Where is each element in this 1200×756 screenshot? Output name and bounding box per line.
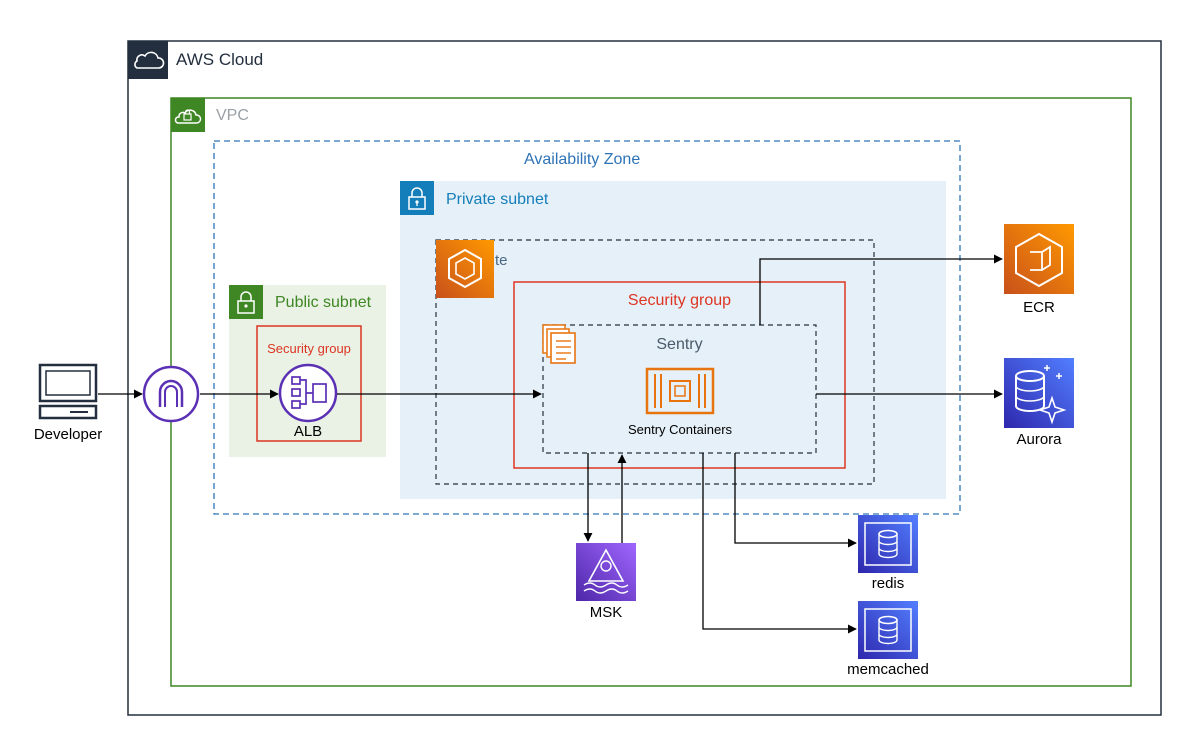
msk-label: MSK (589, 604, 623, 621)
sentry-service-label: Sentry (656, 336, 703, 353)
ecr-label: ECR (1023, 299, 1055, 316)
vpc-label: VPC (216, 107, 249, 124)
container-chip-icon (645, 367, 715, 415)
connectors (98, 254, 1003, 634)
desktop-computer-icon (38, 363, 98, 420)
aurora-database-icon (1004, 358, 1074, 428)
alb-label: ALB (293, 423, 323, 440)
security-group-label-sentry: Security group (627, 292, 732, 309)
availability-zone-label: Availability Zone (524, 151, 641, 168)
elasticache-icon (858, 601, 918, 659)
fargate-group (435, 239, 875, 485)
edge-sentry-to-ecr (759, 254, 1003, 325)
vpc-cloud-lock-icon (171, 98, 205, 132)
cloud-icon (128, 41, 168, 79)
aurora-label: Aurora (1016, 431, 1062, 448)
ecs-task-icon (542, 324, 576, 364)
load-balancer-icon (278, 363, 338, 423)
lock-icon (400, 181, 434, 215)
ecs-fargate-icon (436, 240, 494, 298)
public-subnet-label: Public subnet (275, 294, 372, 311)
ecr-icon (1004, 224, 1074, 294)
alb-security-group (256, 325, 362, 442)
aws-cloud-label: AWS Cloud (176, 50, 264, 69)
lock-icon (229, 285, 263, 319)
developer-label: Developer (33, 426, 103, 443)
redis-label: redis (871, 575, 905, 592)
sentry-security-group (513, 281, 846, 469)
fargate-label: te (495, 252, 508, 269)
internet-gateway-icon (142, 365, 200, 423)
private-subnet-label: Private subnet (446, 191, 549, 208)
msk-kafka-icon (576, 543, 636, 601)
sentry-service-group (542, 324, 817, 454)
security-group-label-alb: Security group (267, 341, 351, 356)
sentry-containers-label: Sentry Containers (627, 422, 733, 437)
memcached-label: memcached (847, 661, 929, 678)
elasticache-icon (858, 515, 918, 573)
aws-cloud-group (127, 40, 1162, 716)
availability-zone-group (213, 140, 961, 515)
edge-sentry-to-redis (734, 453, 857, 548)
edge-sentry-to-memcached (702, 453, 857, 634)
